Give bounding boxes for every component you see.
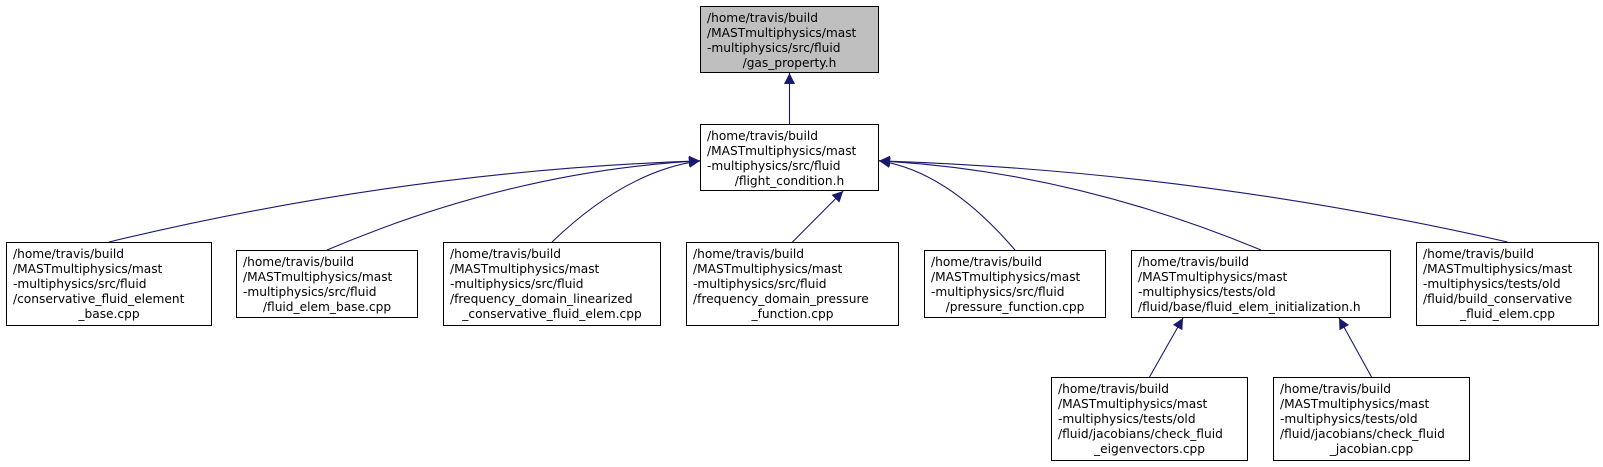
node-line: /MASTmultiphysics/mast (1058, 397, 1208, 411)
node-line: _base.cpp (78, 307, 140, 321)
node-build-conservative-fluid-elem[interactable]: /home/travis/build /MASTmultiphysics/mas… (1416, 242, 1599, 326)
node-line: /MASTmultiphysics/mast (693, 262, 843, 276)
node-line: /MASTmultiphysics/mast (1423, 262, 1573, 276)
node-line: _jacobian.cpp (1329, 442, 1414, 456)
node-line: /frequency_domain_pressure (693, 292, 869, 306)
node-line: -multiphysics/tests/old (1423, 277, 1561, 291)
node-line: -multiphysics/tests/old (1058, 412, 1196, 426)
node-frequency-domain-linearized[interactable]: /home/travis/build /MASTmultiphysics/mas… (443, 242, 661, 326)
node-conservative-fluid-element-base[interactable]: /home/travis/build /MASTmultiphysics/mas… (6, 242, 212, 326)
node-line: _function.cpp (751, 307, 834, 321)
node-line: -multiphysics/src/fluid (693, 277, 827, 291)
node-line: /fluid/base/fluid_elem_initialization.h (1138, 300, 1361, 314)
node-line: /MASTmultiphysics/mast (931, 270, 1081, 284)
node-line: _fluid_elem.cpp (1459, 307, 1555, 321)
edge-fluid_elem_base-to-flight_condition (326, 155, 701, 251)
node-line: /home/travis/build (13, 247, 125, 261)
node-line: /home/travis/build (1423, 247, 1535, 261)
node-line: -multiphysics/src/fluid (707, 41, 841, 55)
node-gas-property[interactable]: /home/travis/build /MASTmultiphysics/mas… (700, 6, 879, 73)
node-check-fluid-jacobian[interactable]: /home/travis/build /MASTmultiphysics/mas… (1273, 377, 1470, 461)
edge-frequency_domain_linearized-to-flight_condition (551, 156, 701, 243)
edge-check_fluid_eigenvectors-to-fluid_elem_initialization (1149, 317, 1184, 378)
node-line: /MASTmultiphysics/mast (243, 270, 393, 284)
node-line: /fluid_elem_base.cpp (262, 300, 392, 314)
node-line: /home/travis/build (931, 255, 1043, 269)
node-line: /gas_property.h (742, 56, 837, 70)
node-line: _eigenvectors.cpp (1094, 442, 1205, 456)
node-line: -multiphysics/src/fluid (13, 277, 147, 291)
node-frequency-domain-pressure[interactable]: /home/travis/build /MASTmultiphysics/mas… (686, 242, 899, 326)
node-line: /MASTmultiphysics/mast (707, 144, 857, 158)
node-line: /MASTmultiphysics/mast (1280, 397, 1430, 411)
node-line: /fluid/build_conservative (1423, 292, 1573, 306)
node-line: -multiphysics/src/fluid (450, 277, 584, 291)
node-line: /flight_condition.h (734, 174, 845, 188)
node-line: -multiphysics/src/fluid (243, 285, 377, 299)
node-line: _conservative_fluid_elem.cpp (462, 307, 642, 321)
node-line: -multiphysics/tests/old (1280, 412, 1418, 426)
node-line: /home/travis/build (450, 247, 562, 261)
node-line: /conservative_fluid_element (13, 292, 185, 306)
node-fluid-elem-base[interactable]: /home/travis/build /MASTmultiphysics/mas… (236, 250, 418, 318)
node-flight-condition[interactable]: /home/travis/build /MASTmultiphysics/mas… (700, 124, 879, 191)
edge-conservative_fluid_element_base-to-flight_condition (108, 155, 701, 243)
node-line: /home/travis/build (707, 11, 819, 25)
node-line: /MASTmultiphysics/mast (707, 26, 857, 40)
edge-check_fluid_jacobian-to-fluid_elem_initialization (1338, 317, 1372, 378)
node-line: /MASTmultiphysics/mast (1138, 270, 1288, 284)
node-line: -multiphysics/src/fluid (931, 285, 1065, 299)
node-line: /home/travis/build (1058, 382, 1170, 396)
node-line: /fluid/jacobians/check_fluid (1058, 427, 1223, 441)
node-line: /MASTmultiphysics/mast (13, 262, 163, 276)
node-pressure-function[interactable]: /home/travis/build /MASTmultiphysics/mas… (924, 250, 1106, 318)
node-line: /pressure_function.cpp (945, 300, 1085, 314)
node-line: /fluid/jacobians/check_fluid (1280, 427, 1445, 441)
node-line: /home/travis/build (707, 129, 819, 143)
node-line: /home/travis/build (1138, 255, 1250, 269)
node-fluid-elem-initialization[interactable]: /home/travis/build /MASTmultiphysics/mas… (1131, 250, 1391, 318)
node-line: -multiphysics/tests/old (1138, 285, 1276, 299)
edge-frequency_domain_pressure-to-flight_condition (792, 190, 844, 243)
node-line: /MASTmultiphysics/mast (450, 262, 600, 276)
edge-fluid_elem_initialization-to-flight_condition (878, 155, 1262, 251)
node-line: /home/travis/build (693, 247, 805, 261)
edge-pressure_function-to-flight_condition (878, 157, 1016, 251)
node-check-fluid-eigenvectors[interactable]: /home/travis/build /MASTmultiphysics/mas… (1051, 377, 1248, 461)
node-line: -multiphysics/src/fluid (707, 159, 841, 173)
node-line: /home/travis/build (243, 255, 355, 269)
node-line: /frequency_domain_linearized (450, 292, 633, 306)
edge-build_conservative_fluid_elem-to-flight_condition (878, 155, 1508, 243)
node-line: /home/travis/build (1280, 382, 1392, 396)
